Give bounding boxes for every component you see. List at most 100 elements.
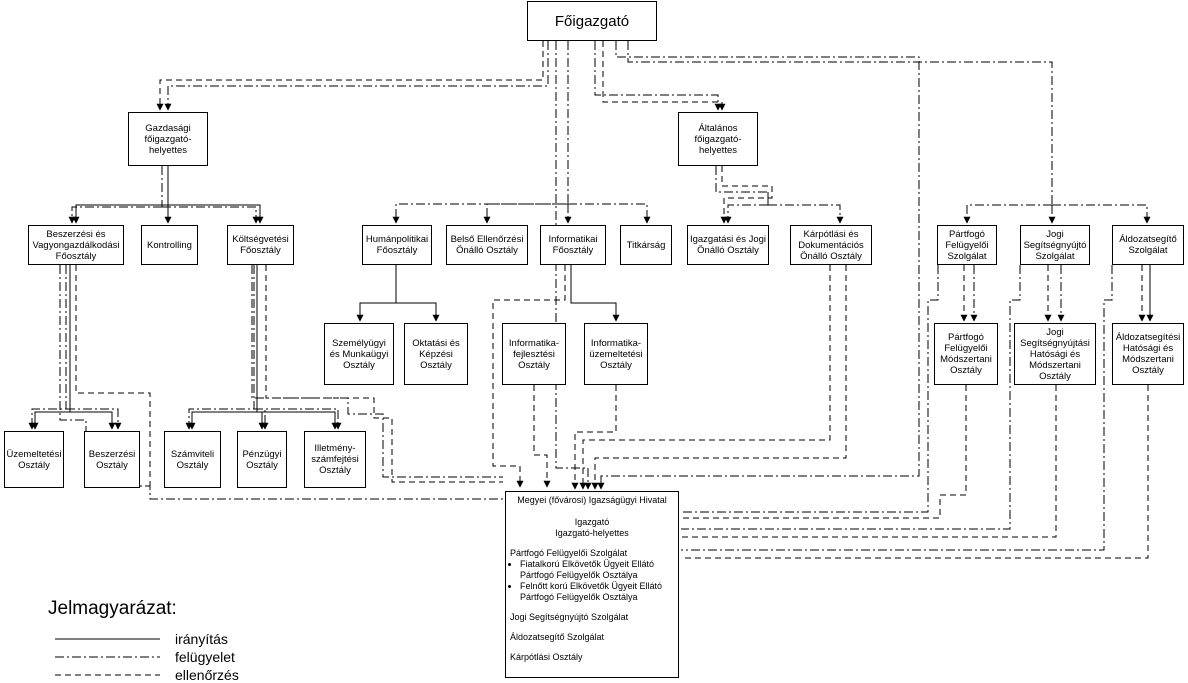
box-text-line: Főosztály — [376, 245, 418, 256]
box-text-line: Dokumentációs — [798, 239, 864, 251]
solid-connector — [356, 265, 397, 322]
box-text-line: Pártfogó — [949, 228, 985, 240]
titkarsag-label: Titkárság — [627, 240, 666, 251]
legend-label-ellenorzes: ellenőrzés — [175, 667, 239, 683]
dashdot-connector — [68, 206, 162, 224]
box-text-line: Kontrolling — [147, 239, 192, 251]
box-text-line: Jogi — [1046, 228, 1064, 240]
dashdot-connector — [392, 41, 569, 224]
dashed-connector — [681, 385, 1057, 538]
legend-label-iranyitas: irányítás — [175, 631, 228, 647]
box-text-line: Önálló Osztály — [800, 250, 862, 262]
box-text-line: Áldozatsegítő — [1119, 234, 1177, 245]
dashdot-connector — [594, 41, 722, 111]
box-text-line: Osztály — [950, 365, 982, 376]
dashdot-connector — [28, 265, 67, 430]
dashed-connector — [571, 385, 617, 490]
dashdot-connector — [164, 41, 549, 111]
box-text-line: Beszerzési — [88, 448, 136, 460]
box-text-line: számfejtési — [311, 454, 359, 465]
dashdot-connector — [724, 204, 768, 224]
box-text-line: Igazgatási és Jogi — [689, 234, 767, 245]
box-text-line: fejlesztési — [513, 348, 555, 360]
box-text-line: Szolgálat — [947, 250, 987, 262]
dashed-connector — [720, 166, 773, 224]
dashed-connector — [602, 41, 726, 111]
solid-connector — [168, 204, 264, 224]
box-text-line: Általános — [698, 122, 738, 134]
box-text-line: Főosztály — [55, 250, 97, 262]
box-text-line: Osztály — [319, 465, 351, 476]
dashdot-connector — [251, 265, 503, 478]
box-text-line: Gazdasági — [145, 122, 191, 134]
box-text-line: Osztály — [246, 459, 278, 471]
hivatal-bullet-2: Felnőtt korú Elkövetők Ügyeit Ellátó Pár… — [520, 581, 674, 603]
dashdot-connector — [185, 265, 255, 430]
box-text-line: főigazgató- — [144, 133, 192, 145]
hivatal-partfogo: Pártfogó Felügyelői Szolgálat — [510, 548, 628, 558]
dashdot-connector — [963, 204, 1052, 224]
box-text-line: helyettes — [148, 144, 187, 156]
box-text-line: Felügyelői — [944, 343, 988, 354]
dashdot-connector — [1052, 204, 1151, 224]
box-text-line: üzemeltetési — [589, 348, 643, 360]
solid-connector — [31, 265, 71, 430]
solid-connector — [570, 265, 620, 322]
box-text-line: Áldozatsegítési — [1115, 332, 1181, 343]
box-text-line: Hatósági és — [1029, 348, 1081, 360]
box-text-line: és Munkaügyi — [329, 348, 389, 360]
box-text-line: Üzemeltetési — [6, 448, 62, 460]
box-text-line: Osztály — [1132, 365, 1164, 376]
hivatal-karpotlasi: Kárpótlási Osztály — [510, 652, 583, 662]
hivatal-title: Megyei (fővárosi) Igazságügyi Hivatal — [517, 495, 667, 505]
box-text-line: Képzési — [419, 348, 453, 360]
box-text-line: Osztály — [18, 459, 50, 471]
solid-connector — [70, 411, 116, 430]
box-text-line: Informatika- — [590, 337, 642, 349]
box-text-line: Önálló Osztály — [697, 245, 759, 256]
dashdot-connector — [555, 41, 592, 490]
dashdot-connector — [66, 408, 122, 430]
box-text-line: Osztály — [1039, 370, 1071, 382]
box-text-line: Segítségnyújtási — [1020, 337, 1090, 349]
box-text-line: Szolgálat — [1128, 245, 1168, 256]
dashed-connector — [681, 385, 1149, 559]
kontrolling-label: Kontrolling — [147, 240, 192, 251]
box-text-line: Beszerzési és — [46, 228, 106, 240]
solid-connector — [396, 302, 440, 322]
dashdot-connector — [715, 166, 768, 193]
dashdot-connector — [483, 203, 568, 224]
box-text-line: Osztály — [600, 359, 632, 371]
box-text-line: Módszertani — [1029, 359, 1081, 371]
kontrolling-box: Kontrolling — [141, 225, 198, 265]
box-text-line: Módszertani — [940, 354, 992, 365]
box-text-line: Hatósági és — [1122, 343, 1174, 354]
box-text-line: Jogi — [1046, 326, 1064, 338]
dashdot-connector — [162, 206, 260, 224]
hivatal-partfogo-list: Fiatalkorú Elkövetők Ügyeit Ellátó Pártf… — [510, 559, 674, 603]
dashed-connector — [533, 385, 551, 488]
box-text-line: Belső Ellenőrzési — [450, 234, 524, 245]
dashdot-connector — [254, 408, 342, 430]
box-text-line: Osztály — [420, 359, 452, 371]
